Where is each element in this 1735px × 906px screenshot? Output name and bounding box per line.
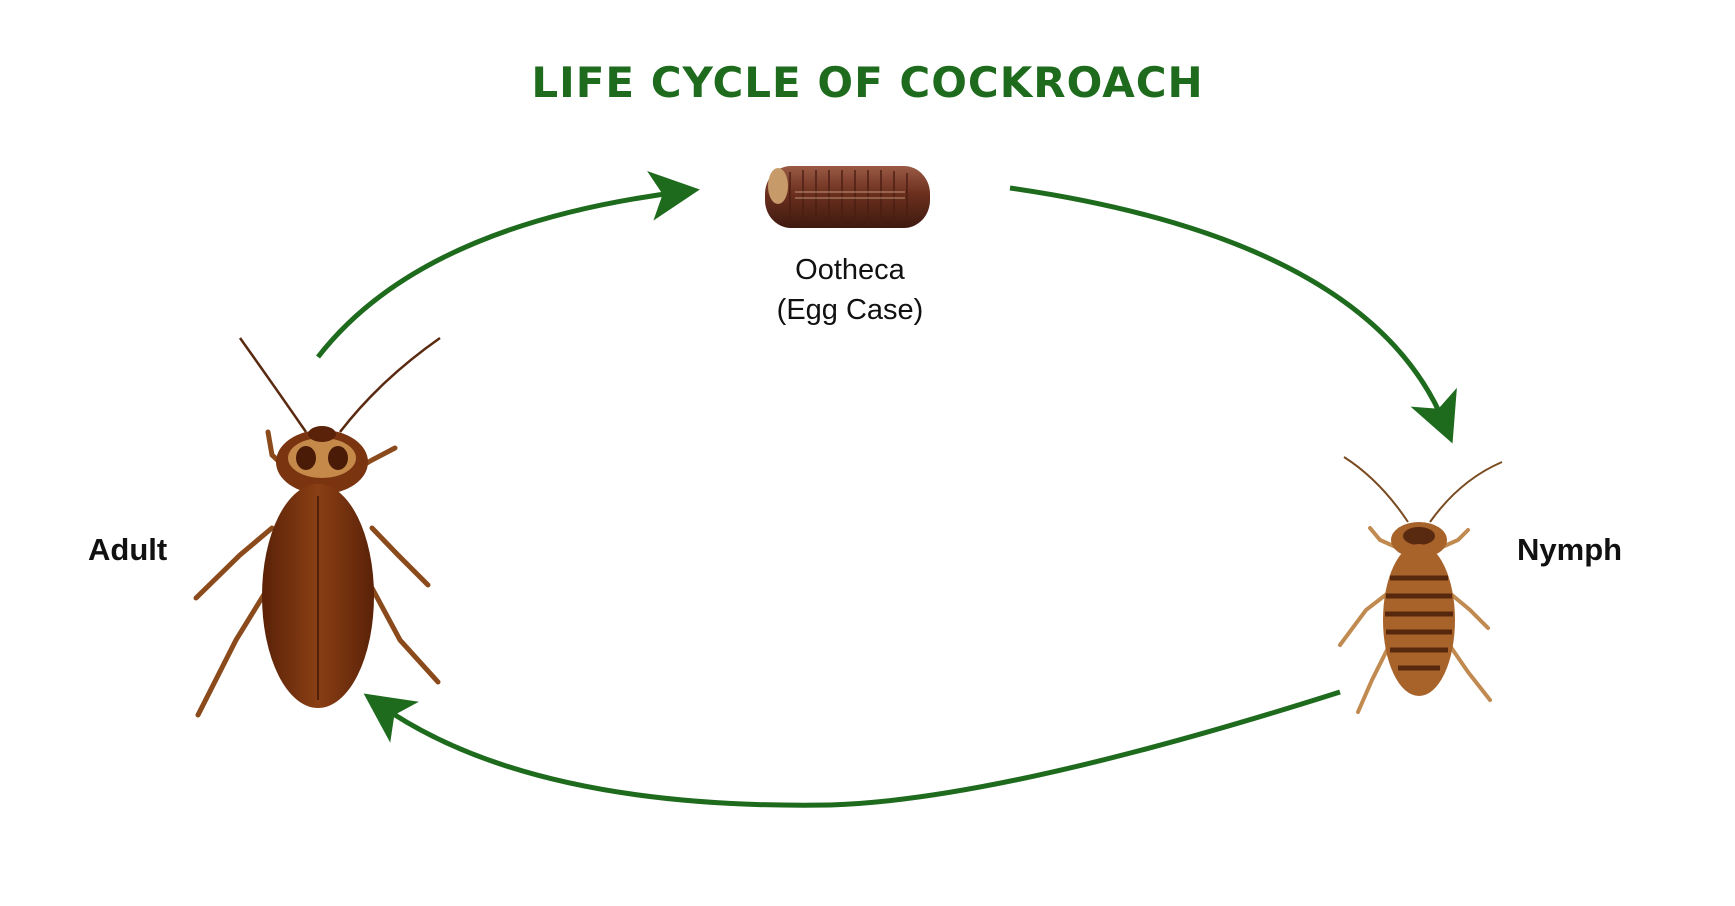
ootheca-label-subtitle: (Egg Case)	[776, 294, 924, 326]
arrow-adult-to-ootheca	[316, 170, 700, 359]
ootheca-egg-case-icon	[765, 166, 930, 228]
nymph-label: Nymph	[1517, 532, 1623, 567]
diagram-title: LIFE CYCLE OF COCKROACH	[531, 58, 1204, 107]
adult-label: Adult	[88, 532, 168, 567]
ootheca-label: Ootheca (Egg Case)	[740, 250, 960, 330]
nymph-cockroach-icon	[1338, 456, 1503, 714]
adult-cockroach-icon	[193, 336, 441, 718]
arrow-ootheca-to-nymph	[1009, 185, 1457, 444]
arrow-nymph-to-adult	[363, 689, 1341, 808]
ootheca-label-name: Ootheca	[795, 254, 905, 286]
